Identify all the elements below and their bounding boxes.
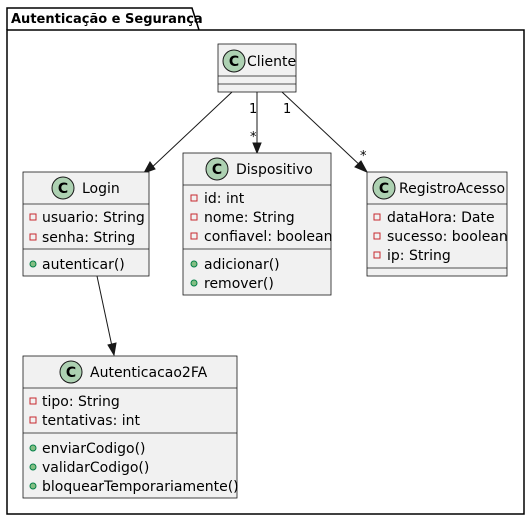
attribute: usuario: String: [42, 210, 145, 226]
class-login[interactable]: C Login usuario: String senha: String au…: [22, 171, 150, 277]
class-registro-acesso[interactable]: C RegistroAcesso dataHora: Date sucesso:…: [366, 171, 508, 277]
private-marker-icon: [373, 251, 381, 259]
class-c-icon: [205, 157, 229, 181]
arrow-head-2fa: [107, 342, 117, 357]
private-marker-icon: [29, 233, 37, 241]
arrow-head-registro: [354, 160, 369, 174]
class-autenticacao-2fa[interactable]: C Autenticacao2FA tipo: String tentativa…: [22, 355, 239, 499]
package-tab: [6, 7, 200, 31]
class-c-icon: [59, 360, 83, 384]
attribute: nome: String: [204, 210, 295, 226]
attribute: tipo: String: [42, 394, 120, 410]
class-c-icon: [222, 49, 246, 73]
attribute: confiavel: boolean: [204, 229, 332, 245]
class-dispositivo[interactable]: C Dispositivo id: int nome: String confi…: [182, 152, 332, 296]
private-marker-icon: [29, 213, 37, 221]
class-name: RegistroAcesso: [399, 181, 505, 197]
mult-from-dispositivo: 1: [249, 102, 257, 117]
attribute: tentativas: int: [42, 413, 141, 429]
public-marker-icon: [190, 260, 198, 268]
method: remover(): [204, 276, 274, 292]
method: adicionar(): [204, 257, 280, 273]
package-title: Autenticação e Segurança: [11, 12, 203, 27]
class-name: Cliente: [247, 54, 296, 70]
private-marker-icon: [190, 194, 198, 202]
class-c-icon: [372, 176, 396, 200]
class-icon-letter: C: [229, 54, 239, 70]
private-marker-icon: [29, 397, 37, 405]
attribute: sucesso: boolean: [387, 229, 508, 245]
class-name: Dispositivo: [236, 162, 313, 178]
class-name: Login: [82, 181, 120, 197]
package-frame: [6, 29, 525, 515]
class-name: Autenticacao2FA: [90, 365, 208, 381]
private-marker-icon: [373, 213, 381, 221]
attribute: dataHora: Date: [387, 210, 495, 226]
method: bloquearTemporariamente(): [42, 479, 239, 495]
public-marker-icon: [29, 444, 37, 452]
private-marker-icon: [190, 232, 198, 240]
package: Autenticação e Segurança: [6, 7, 525, 515]
private-marker-icon: [190, 213, 198, 221]
attribute: senha: String: [42, 230, 135, 246]
class-c-icon: [51, 176, 75, 200]
mult-from-registro: 1: [283, 102, 291, 117]
edge-login-2fa: [96, 275, 114, 352]
private-marker-icon: [373, 232, 381, 240]
mult-to-dispositivo: *: [250, 130, 257, 145]
class-icon-letter: C: [212, 162, 222, 178]
public-marker-icon: [29, 463, 37, 471]
public-marker-icon: [29, 260, 37, 268]
edge-cliente-registro: [281, 91, 365, 170]
method: validarCodigo(): [42, 460, 149, 476]
class-icon-letter: C: [379, 181, 389, 197]
attribute: id: int: [204, 191, 245, 207]
public-marker-icon: [29, 482, 37, 490]
edge-cliente-login: [147, 91, 233, 172]
method: enviarCodigo(): [42, 441, 146, 457]
class-icon-letter: C: [66, 365, 76, 381]
arrow-head-login: [142, 161, 156, 174]
class-icon-letter: C: [58, 181, 68, 197]
method: autenticar(): [42, 257, 125, 273]
relations: 1 * 1 *: [96, 91, 369, 357]
attribute: ip: String: [387, 248, 451, 264]
private-marker-icon: [29, 416, 37, 424]
class-cliente[interactable]: C Cliente: [217, 43, 297, 93]
public-marker-icon: [190, 279, 198, 287]
arrow-head-dispositivo: [252, 142, 262, 155]
mult-to-registro: *: [360, 149, 367, 164]
